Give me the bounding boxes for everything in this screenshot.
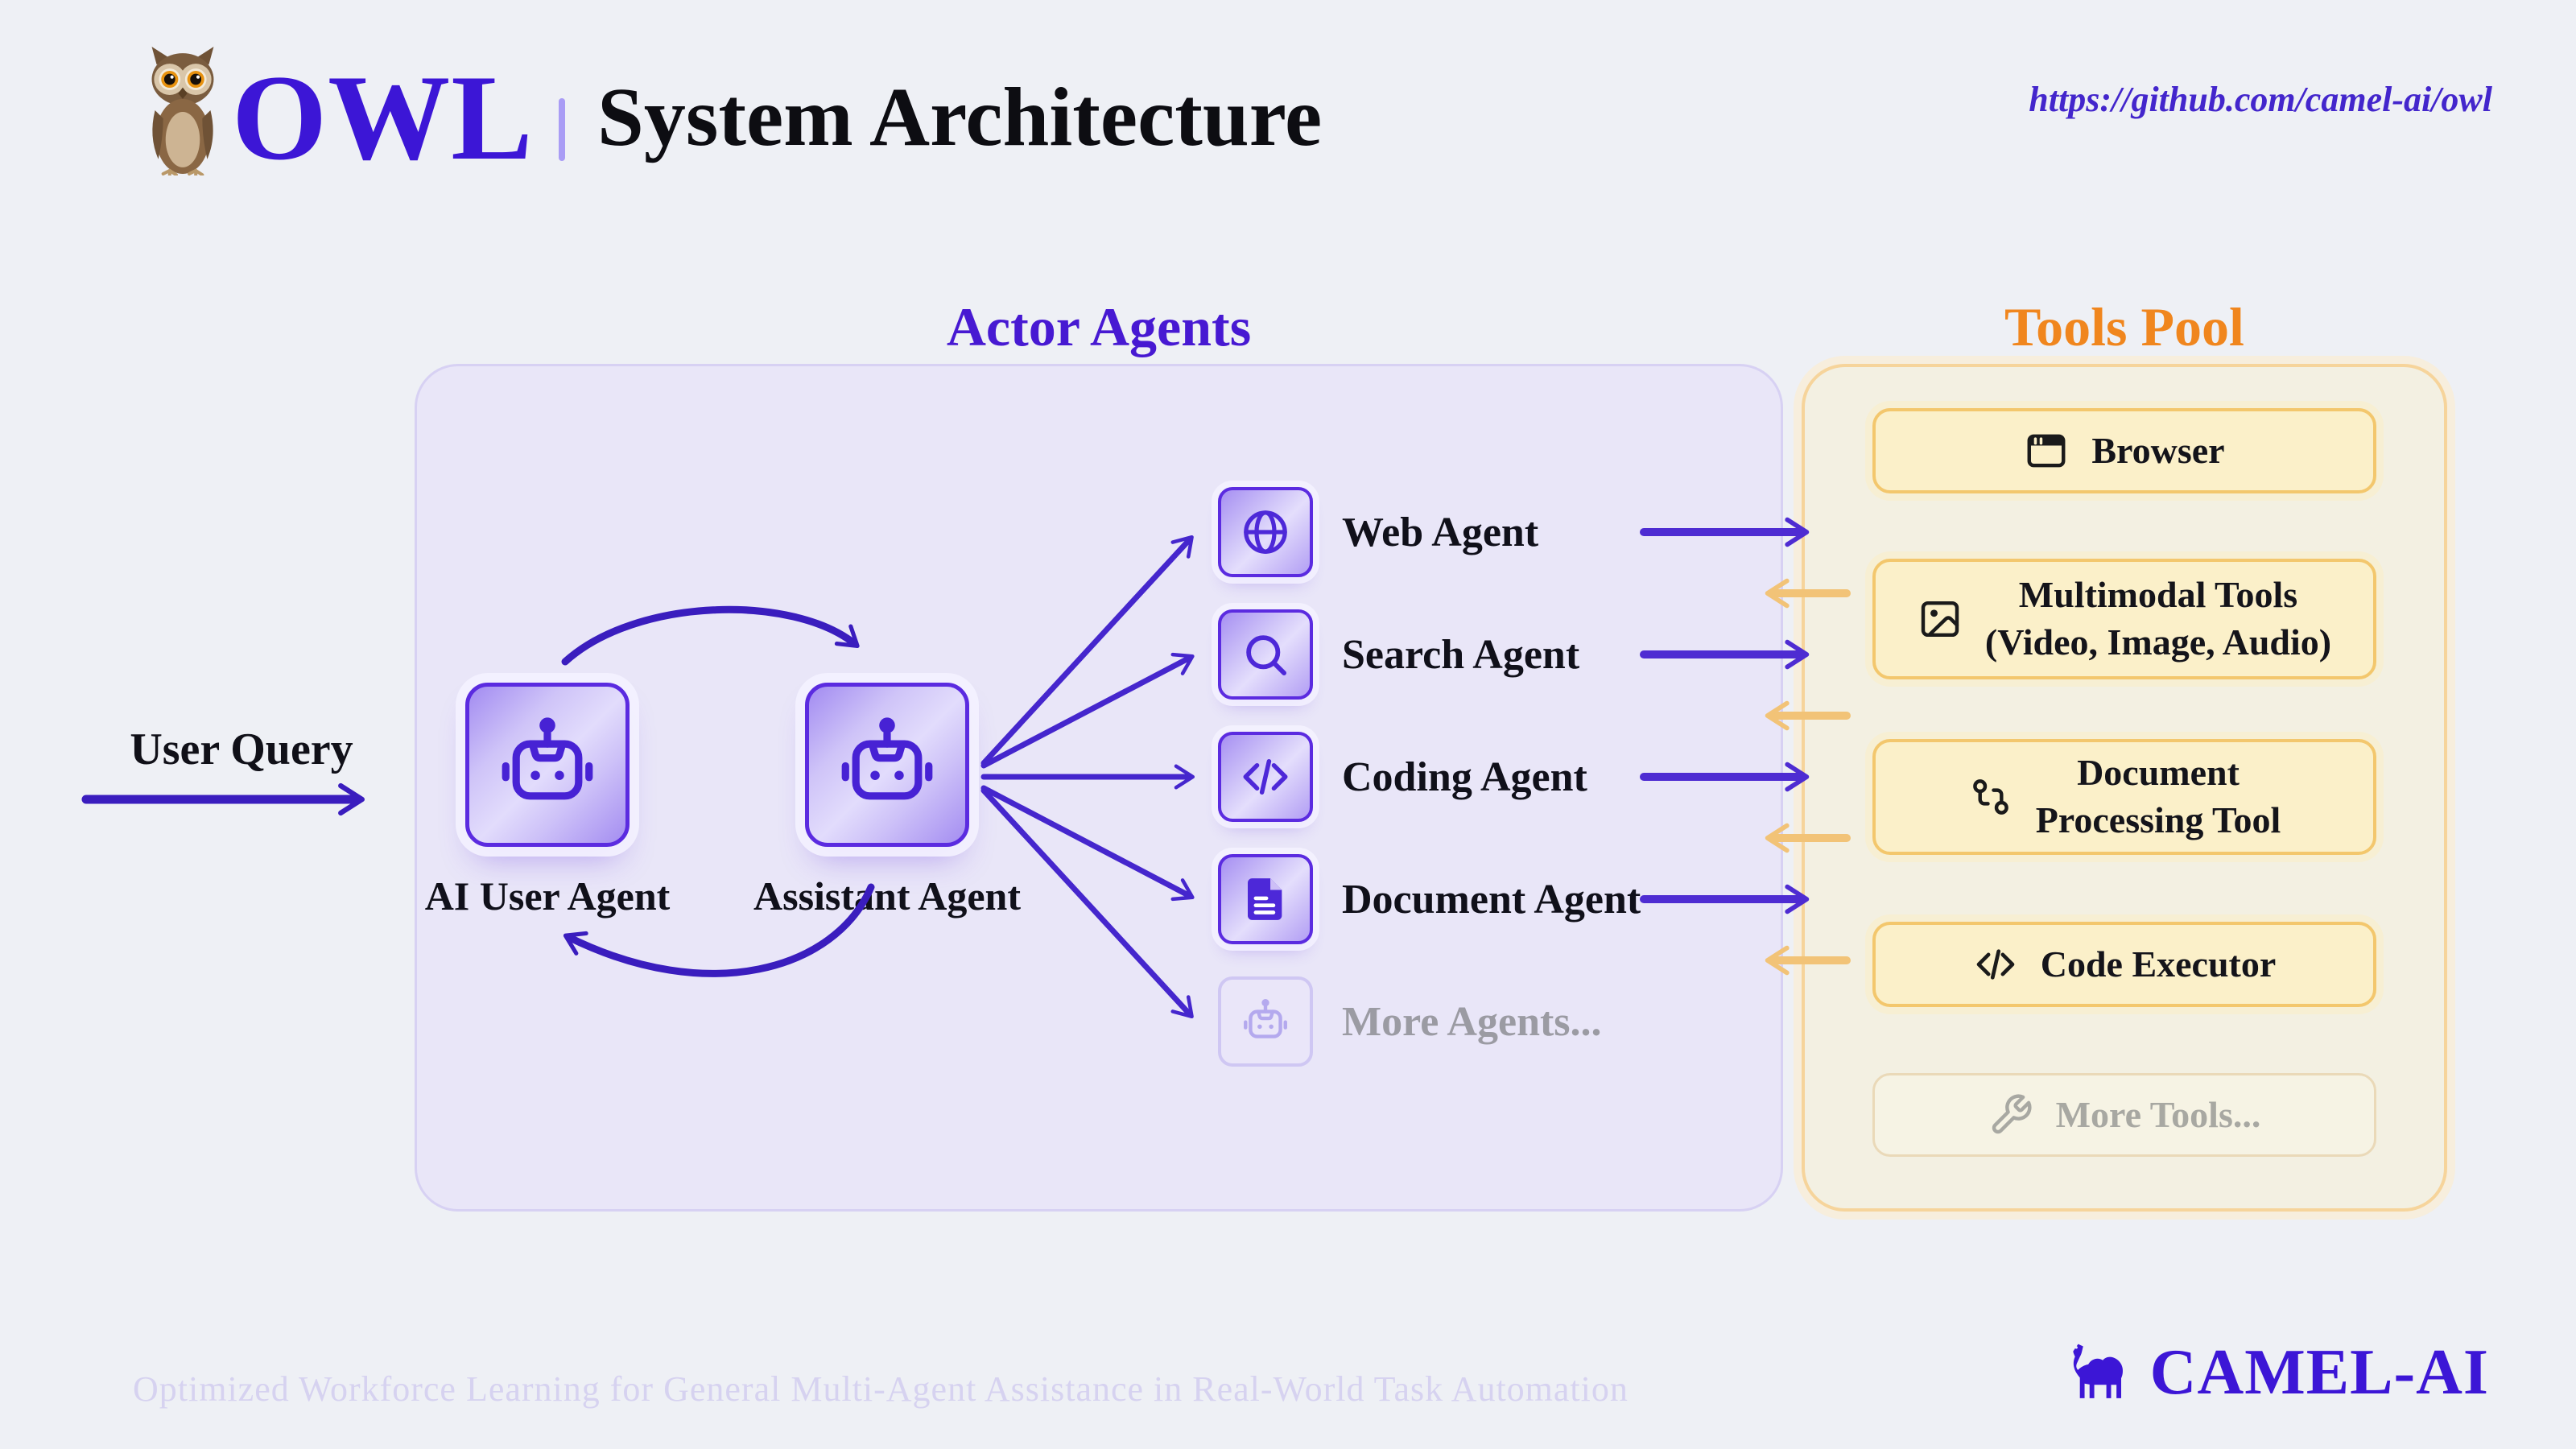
tool-code-executor: Code Executor	[1872, 922, 2376, 1007]
tool-document-processing-label: Document Processing Tool	[2035, 752, 2281, 840]
image-icon	[1921, 601, 1959, 638]
web-agent-row: Web Agent	[1218, 487, 1538, 577]
ai-user-agent-tile	[465, 683, 630, 847]
brand-name: CAMEL-AI	[2149, 1337, 2489, 1408]
robot-icon	[841, 717, 933, 800]
coding-agent-label: Coding Agent	[1342, 753, 1587, 800]
coding-agent-row: Coding Agent	[1218, 732, 1587, 822]
document-agent-row: Document Agent	[1218, 854, 1641, 944]
document-agent-tile	[1218, 854, 1313, 944]
assistant-agent-label: Assistant Agent	[753, 873, 1021, 919]
tool-document-processing: Document Processing Tool	[1872, 739, 2376, 855]
header-divider	[559, 98, 565, 161]
camel-icon	[2073, 1344, 2123, 1398]
tool-multimodal-label: Multimodal Tools (Video, Image, Audio)	[1984, 574, 2332, 663]
tool-browser-label: Browser	[2091, 429, 2225, 471]
tool-multimodal: Multimodal Tools (Video, Image, Audio)	[1872, 559, 2376, 679]
search-agent-label: Search Agent	[1342, 631, 1580, 678]
tool-browser: Browser	[1872, 408, 2376, 493]
globe-icon	[1244, 510, 1287, 554]
tools-pool-title: Tools Pool	[2004, 296, 2244, 357]
more-agents-row: More Agents...	[1218, 976, 1602, 1067]
more-agents-label: More Agents...	[1342, 998, 1602, 1045]
robot-icon	[1244, 998, 1287, 1038]
workflow-icon	[1972, 779, 2008, 815]
document-agent-label: Document Agent	[1342, 876, 1641, 923]
wrench-icon	[1992, 1094, 2032, 1134]
app-logo-title: OWL	[232, 50, 534, 185]
ai-user-agent-label: AI User Agent	[424, 873, 671, 919]
tool-more-tools: More Tools...	[1872, 1073, 2376, 1157]
browser-window-icon	[2027, 434, 2066, 468]
code-icon	[1243, 759, 1288, 795]
page-title: System Architecture	[597, 71, 1323, 163]
web-agent-label: Web Agent	[1342, 509, 1539, 555]
search-agent-tile	[1218, 609, 1313, 700]
web-agent-tile	[1218, 487, 1313, 577]
footer-tagline: Optimized Workforce Learning for General…	[133, 1369, 1629, 1409]
coding-agent-tile	[1218, 732, 1313, 822]
code-icon	[1976, 949, 2015, 980]
github-link[interactable]: https://github.com/camel-ai/owl	[2029, 80, 2492, 119]
file-text-icon	[1248, 878, 1282, 920]
tool-code-executor-label: Code Executor	[2040, 943, 2277, 985]
tool-more-tools-label: More Tools...	[2055, 1093, 2261, 1135]
search-icon	[1246, 635, 1286, 675]
robot-icon	[502, 717, 593, 800]
actor-agents-title: Actor Agents	[946, 296, 1252, 357]
search-agent-row: Search Agent	[1218, 609, 1579, 700]
user-query-label: User Query	[130, 724, 353, 774]
brand-logo: CAMEL-AI	[2063, 1338, 2489, 1407]
more-agents-tile	[1218, 976, 1313, 1067]
owl-icon	[137, 45, 229, 178]
assistant-agent-tile	[805, 683, 969, 847]
